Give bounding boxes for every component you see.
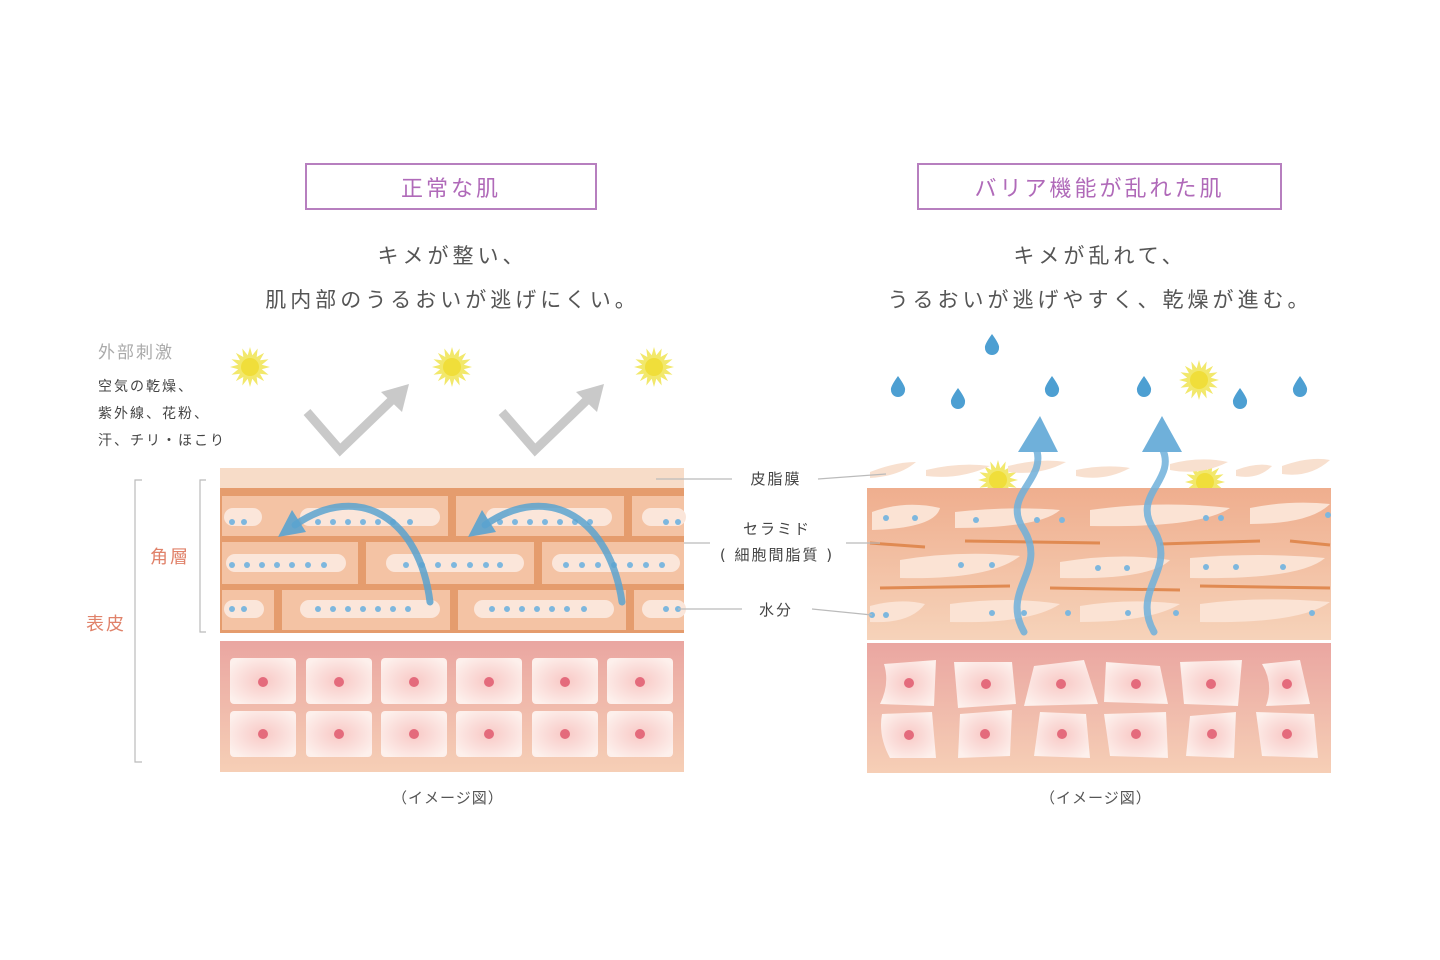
stimuli-heading: 外部刺激: [98, 343, 174, 363]
water-drop-icon: [890, 376, 906, 397]
return-arrow-icon: [291, 502, 626, 606]
label-water: 水分: [758, 601, 793, 619]
right-lead-line-2: うるおいが逃げやすく、乾燥が進む。: [887, 288, 1313, 312]
stimuli-list: 空気の乾燥、 紫外線、花粉、 汗、チリ・ほこり: [98, 374, 226, 455]
water-drop-icon: [1044, 376, 1060, 397]
stimuli-item: 紫外線、花粉、: [98, 406, 210, 422]
right-lead: キメが乱れて、 うるおいが逃げやすく、乾燥が進む。: [860, 234, 1340, 322]
sun-icon: [230, 347, 270, 387]
water-drop-icon: [950, 388, 966, 409]
bracket-lines: [134, 479, 206, 763]
water-drop-icon: [890, 334, 1308, 409]
water-drop-icon: [1292, 376, 1308, 397]
label-sebum: 皮脂膜: [750, 470, 802, 488]
water-drop-icon: [984, 334, 1000, 355]
left-title: 正常な肌: [305, 163, 597, 210]
left-cells: [230, 658, 673, 757]
sun-icon: [432, 347, 472, 387]
return-arrow-heads: [278, 510, 496, 537]
sun-icon: [634, 347, 674, 387]
label-epidermis: 表皮: [86, 614, 126, 635]
label-stratum: 角層: [150, 547, 190, 568]
water-drop-icon: [1232, 388, 1248, 409]
right-sebum-fragments: [870, 458, 1330, 478]
label-ceramide: セラミド: [742, 520, 811, 538]
label-ceramide-sub: ( 細胞間脂質 ): [719, 546, 835, 564]
left-lead-line-2: 肌内部のうるおいが逃げにくい。: [265, 288, 640, 312]
right-water-dots: [869, 512, 1331, 618]
left-lead-line-1: キメが整い、: [377, 244, 528, 268]
right-epidermis: [867, 643, 1331, 773]
left-sebum-film: [220, 468, 684, 488]
left-epidermis: [220, 641, 684, 772]
deflect-arrow-heads: [381, 384, 604, 412]
right-cells-capsules: [870, 502, 1330, 623]
right-lead-line-1: キメが乱れて、: [1013, 244, 1187, 268]
left-caption: （イメージ図）: [392, 789, 504, 807]
sun-icon: [1179, 360, 1219, 400]
leader-lines: [656, 473, 887, 616]
escape-arrow-heads: [1018, 416, 1182, 452]
right-title: バリア機能が乱れた肌: [917, 163, 1282, 210]
water-drop-icon: [1136, 376, 1152, 397]
right-cells: [880, 660, 1318, 758]
stimuli-item: 汗、チリ・ほこり: [98, 433, 226, 449]
escape-arrow-icon: [1013, 444, 1169, 636]
left-lead: キメが整い、 肌内部のうるおいが逃げにくい。: [220, 234, 685, 322]
deflect-arrow-icon: [303, 394, 593, 457]
right-caption: （イメージ図）: [1040, 789, 1152, 807]
stimuli-item: 空気の乾燥、: [98, 379, 194, 395]
